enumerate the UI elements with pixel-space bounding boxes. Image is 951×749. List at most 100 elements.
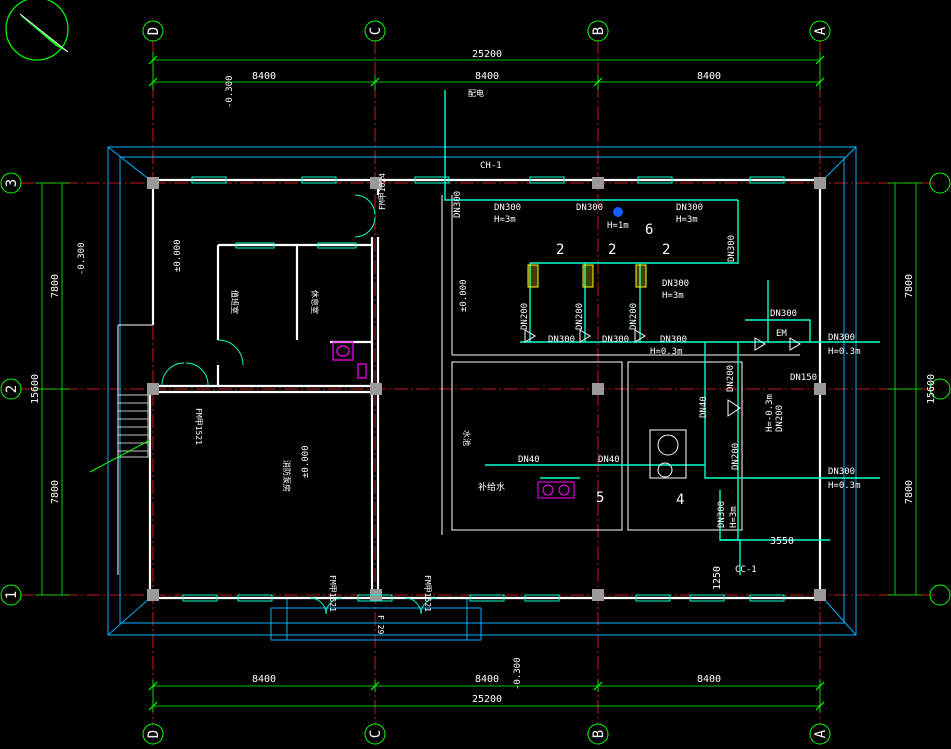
label-h03m-b: H=0.3m — [828, 347, 861, 357]
label-dn300-c: DN300 — [676, 203, 703, 213]
dim-bay-top-2: 8400 — [475, 71, 499, 82]
label-dn300-vert-left: DN300 — [453, 191, 463, 218]
equip-5: 5 — [596, 490, 604, 506]
label-h03m-c: H=0.3m — [828, 481, 861, 491]
level-room-a: ±0.000 — [173, 239, 183, 272]
label-dn300-a: DN300 — [494, 203, 521, 213]
grid-label-d-bottom: D — [146, 730, 162, 738]
grid-labels: D C B A D C B A 3 2 1 — [4, 26, 829, 738]
equip-2-b: 2 — [608, 242, 616, 258]
level-bottom: -0.300 — [513, 657, 523, 690]
room-label-5: 配电 — [468, 88, 484, 98]
door-label-1: FM甲1521 — [328, 575, 337, 612]
dim-bay-right-2: 7800 — [904, 480, 915, 504]
label-dn300-j: DN300 — [828, 467, 855, 477]
label-dn200-d: DN200 — [726, 365, 736, 392]
label-dn40-b: DN40 — [598, 455, 620, 465]
door-label-4: FM甲1521 — [194, 408, 203, 445]
grid-label-b-bottom: B — [591, 730, 607, 738]
sanitary-fixtures — [332, 341, 367, 379]
label-makeup: 补给水 — [478, 481, 505, 493]
dim-total-right: 15600 — [926, 374, 937, 404]
columns — [147, 177, 826, 601]
label-dn200-e: DN200 — [775, 405, 785, 432]
label-dn150: DN150 — [790, 373, 817, 383]
dim-bay-left-2: 7800 — [50, 480, 61, 504]
dim-bay-bottom-3: 8400 — [697, 674, 721, 685]
wall-thin — [117, 195, 800, 575]
door-label-3: FM甲1024 — [378, 173, 387, 210]
label-ch1: CH-1 — [480, 161, 502, 171]
grid-label-b-top: B — [591, 27, 607, 35]
grid-label-3-left: 3 — [4, 179, 20, 187]
level-left: -0.300 — [77, 242, 87, 275]
label-dn40-a: DN40 — [518, 455, 540, 465]
door-label-2: FM甲1521 — [423, 575, 432, 612]
grid-label-1-left: 1 — [4, 591, 20, 599]
label-h3m-d: H=3m — [729, 506, 739, 528]
equip-2-a: 2 — [556, 242, 564, 258]
dim-total-top: 25200 — [472, 49, 502, 60]
pump-equipment — [527, 264, 647, 288]
label-em: EM — [776, 329, 787, 339]
valve-blue-icon — [613, 207, 623, 217]
stair-arrow — [89, 439, 151, 473]
label-dn300-e: DN300 — [548, 335, 575, 345]
grid-label-c-top: C — [368, 27, 384, 35]
level-room-b: ±0.000 — [459, 279, 469, 312]
tank-icon — [649, 429, 687, 479]
dim-bay-top-1: 8400 — [252, 71, 276, 82]
label-dn300-f: DN300 — [602, 335, 629, 345]
room-label-1: 值班室 — [230, 290, 240, 314]
windows — [182, 176, 785, 602]
room-label-3: 消防泵房 — [282, 460, 292, 492]
label-dn300-k: DN300 — [717, 501, 727, 528]
stairs — [117, 394, 149, 458]
dimension-ticks — [148, 55, 825, 711]
label-dn300-g: DN300 — [660, 335, 687, 345]
room-label-4: 水池 — [462, 430, 472, 446]
label-dn300-d: DN300 — [662, 279, 689, 289]
dim-bay-left-1: 7800 — [50, 274, 61, 298]
label-dn200-b: DN200 — [575, 303, 585, 330]
dim-bay-bottom-1: 8400 — [252, 674, 276, 685]
grid-label-c-bottom: C — [368, 730, 384, 738]
equip-2-c: 2 — [662, 242, 670, 258]
grid-label-a-top: A — [813, 26, 829, 35]
label-h3m-b: H=3m — [676, 215, 698, 225]
pump-valves — [524, 329, 801, 417]
label-h-neg: H=-0.3m — [765, 394, 775, 432]
equip-4: 4 — [676, 492, 684, 508]
pipes — [444, 90, 880, 575]
grid-label-2-left: 2 — [4, 385, 20, 393]
room-label-2: 休息室 — [310, 290, 320, 314]
label-h1m: H=1m — [607, 221, 629, 231]
dimension-lines — [35, 52, 922, 712]
label-dn200-c: DN200 — [629, 303, 639, 330]
label-dn300-i: DN300 — [828, 333, 855, 343]
dim-bay-bottom-2: 8400 — [475, 674, 499, 685]
dim-1250: 1250 — [712, 566, 723, 590]
feed-pump-icon — [537, 481, 575, 499]
label-cc1: CC-1 — [735, 565, 757, 575]
dim-total-bottom: 25200 — [472, 694, 502, 705]
level-hall: ±0.000 — [301, 445, 311, 478]
doors — [161, 194, 438, 615]
label-dn300-b: DN300 — [576, 203, 603, 213]
label-dn200-a: DN200 — [520, 303, 530, 330]
label-dn300-h: DN300 — [770, 309, 797, 319]
grid-label-a-bottom: A — [813, 729, 829, 738]
grid-bubbles — [0, 20, 951, 745]
label-dn40-vert: DN40 — [699, 396, 709, 418]
label-dn200-f: DN200 — [731, 443, 741, 470]
building-outline — [107, 146, 857, 641]
equip-6: 6 — [645, 222, 653, 238]
label-h3m-a: H=3m — [494, 215, 516, 225]
dim-total-left: 15600 — [30, 374, 41, 404]
label-h3m-c: H=3m — [662, 291, 684, 301]
level-top-left: -0.300 — [225, 75, 235, 108]
label-h03m-a: H=0.3m — [650, 347, 683, 357]
grid-label-d-top: D — [146, 27, 162, 35]
door-label-5: F 29 — [376, 615, 385, 634]
